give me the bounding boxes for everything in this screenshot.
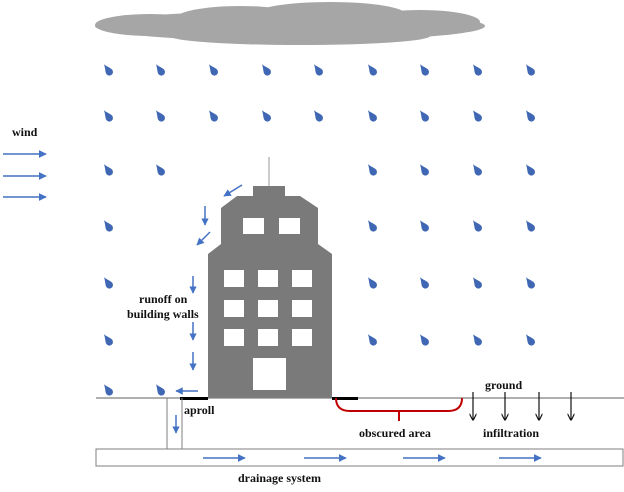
window: [258, 329, 278, 346]
drainage-pipe: [95, 448, 624, 467]
raindrop-icon: [155, 164, 165, 176]
raindrop-icon: [208, 110, 218, 122]
ground-label: ground: [485, 378, 522, 392]
raindrop-icon: [155, 384, 165, 396]
raindrop-icon: [313, 110, 323, 122]
raindrop-icon: [313, 64, 323, 76]
raindrop-icon: [208, 64, 218, 76]
wind-label: wind: [12, 125, 38, 139]
raindrop-icon: [525, 334, 535, 346]
raindrop-icon: [103, 334, 113, 346]
raindrop-icon: [103, 64, 113, 76]
window: [258, 300, 278, 317]
raindrop-icon: [155, 64, 165, 76]
raindrop-icon: [525, 110, 535, 122]
window: [224, 300, 244, 317]
runoff-arrows: [172, 184, 243, 434]
runoff-label-line2: building walls: [127, 307, 199, 321]
window: [292, 270, 312, 287]
raindrop-icon: [103, 384, 113, 396]
raindrop-icon: [261, 64, 271, 76]
raindrop-icon: [525, 220, 535, 232]
window: [292, 300, 312, 317]
raindrop-icon: [367, 220, 377, 232]
door: [253, 358, 286, 390]
raindrop-icon: [261, 110, 271, 122]
raindrop-icon: [103, 277, 113, 289]
raindrop-icon: [103, 164, 113, 176]
window: [279, 218, 300, 234]
obscured-area-label: obscured area: [359, 426, 431, 440]
raindrop-icon: [472, 164, 482, 176]
raindrop-icon: [419, 64, 429, 76]
raindrop-icon: [367, 334, 377, 346]
downpipe: [166, 398, 183, 449]
raindrop-icon: [419, 164, 429, 176]
drainage-system-label: drainage system: [238, 471, 321, 485]
window: [224, 329, 244, 346]
raindrop-icon: [472, 220, 482, 232]
raindrop-icon: [367, 64, 377, 76]
raindrop-icon: [103, 110, 113, 122]
window: [243, 218, 264, 234]
infiltration-label: infiltration: [483, 426, 539, 440]
cloud: [95, 2, 485, 45]
wind-arrows: [3, 150, 47, 201]
raindrop-icon: [472, 277, 482, 289]
window: [258, 270, 278, 287]
raindrop-icon: [419, 110, 429, 122]
window: [224, 270, 244, 287]
raindrop-icon: [155, 110, 165, 122]
rain-drops: [103, 64, 535, 396]
raindrop-icon: [525, 64, 535, 76]
aproll-label: aproll: [184, 403, 215, 417]
raindrop-icon: [367, 164, 377, 176]
raindrop-icon: [419, 220, 429, 232]
raindrop-icon: [103, 220, 113, 232]
infiltration-arrows: [473, 392, 571, 420]
window: [292, 329, 312, 346]
runoff-label-line1: runoff on: [139, 292, 188, 306]
raindrop-icon: [472, 110, 482, 122]
raindrop-icon: [419, 334, 429, 346]
raindrop-icon: [525, 277, 535, 289]
raindrop-icon: [367, 277, 377, 289]
raindrop-icon: [367, 110, 377, 122]
raindrop-icon: [525, 164, 535, 176]
building: [208, 157, 332, 398]
raindrop-icon: [419, 277, 429, 289]
raindrop-icon: [472, 334, 482, 346]
raindrop-icon: [472, 64, 482, 76]
